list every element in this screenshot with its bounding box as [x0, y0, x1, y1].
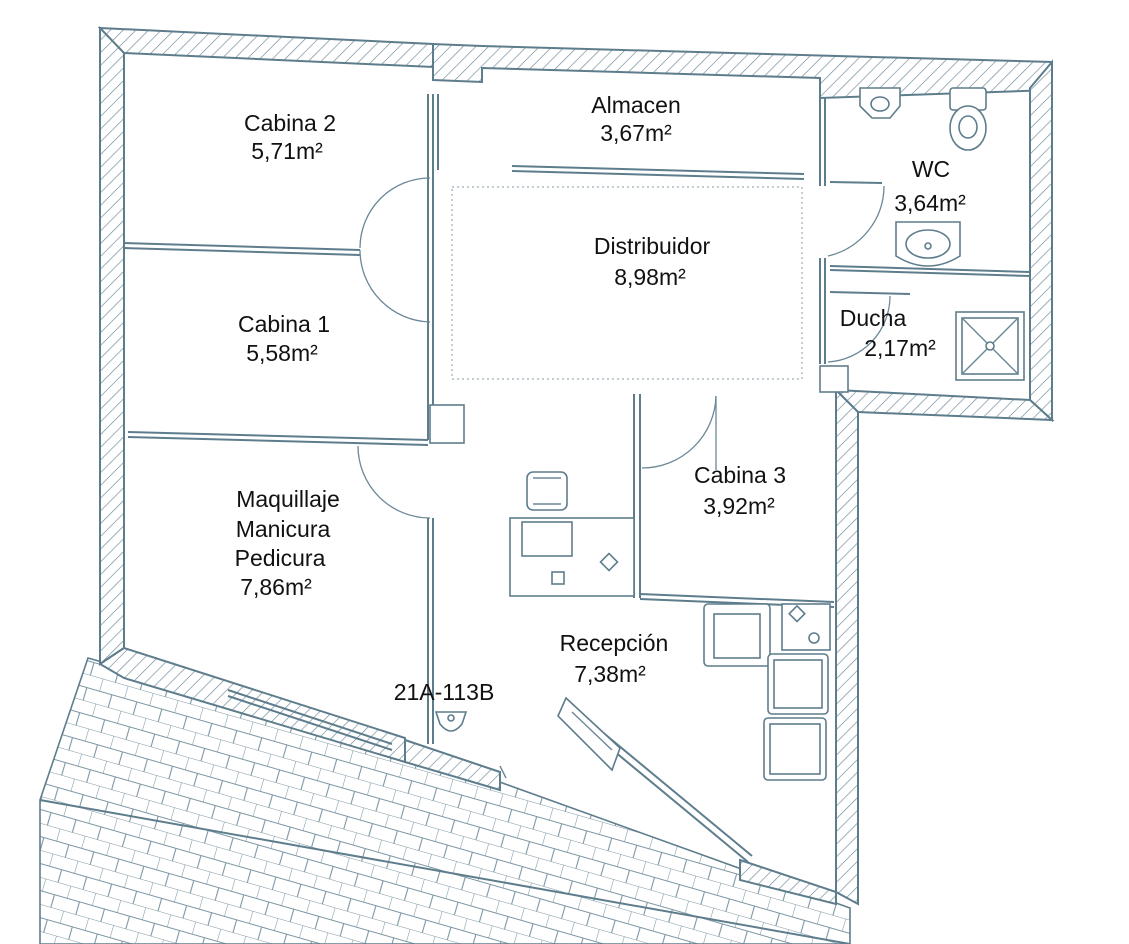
room-area-ducha: 2,17m² — [864, 335, 936, 361]
reception-desk — [509, 517, 635, 597]
room-area-wc: 3,64m² — [894, 190, 966, 216]
entrance-sliding-door — [557, 696, 753, 863]
interior-walls — [123, 94, 1031, 744]
room-area-distribuidor: 8,98m² — [614, 264, 686, 290]
shower-tray-icon — [955, 311, 1025, 381]
room-name-distribuidor: Distribuidor — [594, 233, 711, 259]
room-area-maquillaje: 7,86m² — [240, 574, 312, 600]
room-area-cabina3: 3,92m² — [703, 493, 775, 519]
room-name-cabina3: Cabina 3 — [694, 462, 786, 488]
toilet-icon — [949, 87, 987, 151]
room-name-pedicura: Pedicura — [235, 545, 326, 571]
washbasin-icon — [895, 221, 961, 267]
terrace-edge — [39, 799, 851, 944]
room-area-almacen: 3,67m² — [600, 120, 672, 146]
distribuidor-rug — [451, 186, 803, 380]
waiting-seat-icon — [767, 653, 829, 715]
room-name-recepcion: Recepción — [560, 630, 669, 656]
room-area-cabina1: 5,58m² — [246, 340, 318, 366]
bidet-icon — [859, 87, 901, 119]
waiting-seat-icon — [763, 717, 827, 781]
armchair-icon — [703, 603, 771, 667]
room-name-manicura: Manicura — [236, 516, 331, 542]
desk-chair-icon — [526, 471, 568, 511]
room-name-almacen: Almacen — [591, 92, 680, 118]
room-name-cabina2: Cabina 2 — [244, 110, 336, 136]
sink-basin-icon — [434, 711, 468, 732]
room-name-wc: WC — [912, 156, 950, 182]
reference-code: 21A-113B — [394, 679, 495, 705]
room-name-cabina1: Cabina 1 — [238, 311, 330, 337]
room-name-maquillaje: Maquillaje — [236, 486, 340, 512]
room-area-recepcion: 7,38m² — [574, 661, 646, 687]
door-swings — [357, 177, 891, 519]
window — [227, 689, 507, 779]
room-name-ducha: Ducha — [840, 305, 907, 331]
room-area-cabina2: 5,71m² — [251, 138, 323, 164]
side-table-icon — [781, 603, 831, 651]
